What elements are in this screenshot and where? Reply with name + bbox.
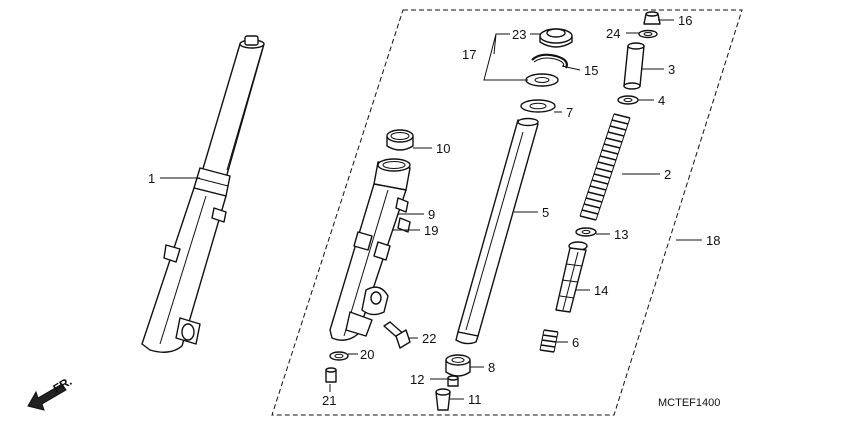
washer-12-drawing[interactable] [447, 375, 459, 387]
callout-5[interactable]: 5 [542, 205, 549, 220]
callout-17[interactable]: 17 [462, 47, 476, 62]
diagram-code: MCTEF1400 [658, 397, 720, 409]
rebound-spring-drawing[interactable] [539, 329, 559, 353]
fork-pipe-drawing[interactable] [455, 117, 539, 345]
callout-6[interactable]: 6 [572, 335, 579, 350]
callout-16[interactable]: 16 [678, 13, 692, 28]
bolt-22-drawing[interactable] [383, 321, 411, 349]
fork-assembly-drawing[interactable] [141, 35, 265, 353]
cap-nut-16-drawing[interactable] [643, 11, 661, 25]
callout-3[interactable]: 3 [668, 62, 675, 77]
washer-20-drawing[interactable] [329, 351, 349, 361]
callout-4[interactable]: 4 [658, 93, 665, 108]
damper-rod-drawing[interactable] [555, 241, 588, 313]
callout-15[interactable]: 15 [584, 63, 598, 78]
callout-22[interactable]: 22 [422, 331, 436, 346]
oil-lock-piece-drawing[interactable] [445, 354, 471, 377]
clip-15-drawing[interactable] [531, 53, 568, 69]
callout-24[interactable]: 24 [606, 26, 620, 41]
callout-19[interactable]: 19 [424, 223, 438, 238]
fork-spring-drawing[interactable] [579, 113, 631, 221]
callout-labels: 1 2 3 4 5 6 7 8 9 10 11 12 13 14 15 16 1… [148, 13, 720, 408]
spring-seat-4-drawing[interactable] [617, 95, 639, 105]
callout-20[interactable]: 20 [360, 347, 374, 362]
fork-bolt-23-drawing[interactable] [539, 28, 573, 48]
callout-14[interactable]: 14 [594, 283, 608, 298]
callout-1[interactable]: 1 [148, 171, 155, 186]
callout-9[interactable]: 9 [428, 207, 435, 222]
leader-lines [160, 19, 702, 400]
oil-seal-drawing[interactable] [386, 129, 414, 151]
callout-11[interactable]: 11 [468, 392, 482, 407]
callout-8[interactable]: 8 [488, 360, 495, 375]
callout-12[interactable]: 12 [410, 372, 424, 387]
assembly-frame [271, 9, 743, 416]
front-arrow-icon [27, 383, 67, 411]
callout-2[interactable]: 2 [664, 167, 671, 182]
fork-slider-drawing[interactable] [329, 158, 411, 341]
collar-3-drawing[interactable] [623, 42, 645, 90]
socket-bolt-11-drawing[interactable] [435, 388, 451, 411]
washer-13-drawing[interactable] [575, 227, 597, 237]
bolt-21-drawing[interactable] [325, 367, 337, 383]
callout-7[interactable]: 7 [566, 105, 573, 120]
seat-7-drawing[interactable] [520, 73, 559, 113]
callout-13[interactable]: 13 [614, 227, 628, 242]
o-ring-24-drawing[interactable] [638, 29, 658, 39]
callout-10[interactable]: 10 [436, 141, 450, 156]
callout-23[interactable]: 23 [512, 27, 526, 42]
front-direction-indicator: FR. [27, 374, 74, 411]
callout-18[interactable]: 18 [706, 233, 720, 248]
callout-21[interactable]: 21 [322, 393, 336, 408]
